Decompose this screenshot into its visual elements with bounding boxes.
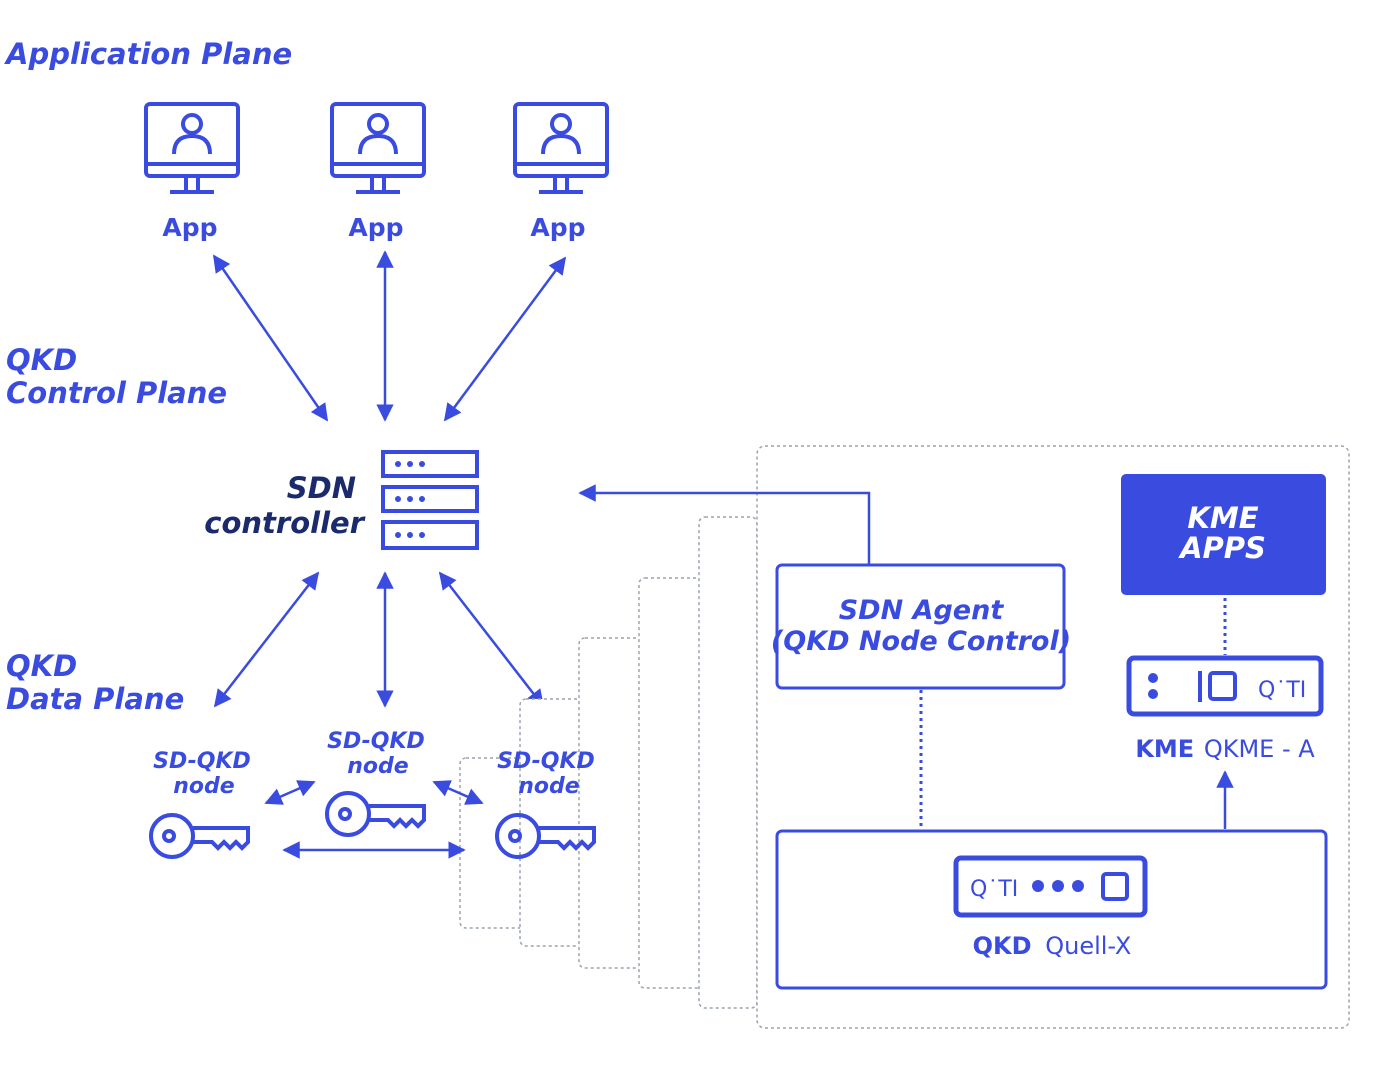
sd-qkd-node-1: SD-QKD node [149, 749, 251, 859]
qkd-device-icon [953, 855, 1148, 918]
controller-node3-arrow [438, 571, 545, 708]
control-plane-label-line1: QKD [6, 343, 77, 377]
sdn-controller-label-line1: SDN [287, 471, 356, 505]
sdn-agent-box: SDN Agent (QKD Node Control) [771, 563, 1071, 690]
application-plane-label: Application Plane [4, 37, 292, 71]
kme-device-icon [1126, 655, 1324, 717]
app1-controller-arrow [212, 254, 329, 422]
node-label-line1: SD-QKD [153, 749, 251, 774]
sdn-agent-label-line1: SDN Agent [839, 595, 1005, 626]
sd-qkd-node-3: SD-QKD node [495, 749, 596, 859]
server-stack-icon [381, 450, 479, 550]
kme-device-label-rest: QKME - A [1204, 735, 1315, 763]
app-3: App [513, 102, 609, 242]
qkd-device-label-bold: QKD [973, 932, 1032, 960]
key-icon [149, 813, 250, 859]
qkd-device-box: Q˙TI QKD Quell-X [775, 829, 1328, 990]
data-plane-label-line1: QKD [6, 649, 77, 683]
kme-apps-label-line2: APPS [1178, 531, 1266, 565]
node-label-line2: node [347, 754, 409, 779]
monitor-user-icon [330, 102, 426, 194]
monitor-user-icon [513, 102, 609, 194]
app3-controller-arrow [443, 256, 567, 422]
key-icon [495, 813, 596, 859]
node-label-line2: node [518, 774, 580, 799]
kme-brand-label: Q˙TI [1258, 678, 1306, 703]
app-1: App [144, 102, 240, 242]
node-link-arrows [264, 780, 484, 859]
qkd-device-label: QKD Quell-X [973, 932, 1132, 960]
kme-device-label: KME QKME - A [1135, 735, 1315, 763]
controller-node-arrows [213, 571, 545, 708]
node1-node2-arrow [264, 780, 316, 805]
node-label-line1: SD-QKD [327, 729, 425, 754]
sdn-agent-label-line2: (QKD Node Control) [771, 626, 1071, 657]
kme-apps-box: KME APPS [1121, 474, 1326, 595]
qkd-device-label-rest: Quell-X [1045, 932, 1131, 960]
sdn-controller-label-line2: controller [204, 506, 365, 540]
agent-controller-connector [578, 484, 871, 565]
sd-qkd-node-2: SD-QKD node [325, 729, 426, 837]
kme-device-label-bold: KME [1135, 735, 1194, 763]
controller-node1-arrow [213, 571, 320, 708]
panel-layer-2 [698, 516, 758, 1009]
app-label: App [162, 213, 217, 242]
app-label: App [348, 213, 403, 242]
kme-device: Q˙TI KME QKME - A [1126, 655, 1324, 763]
node-label-line1: SD-QKD [497, 749, 595, 774]
app-2: App [330, 102, 426, 242]
qkd-brand-label: Q˙TI [970, 877, 1018, 902]
node-label-line2: node [173, 774, 235, 799]
node2-node3-arrow [432, 780, 484, 805]
dotted-connectors [919, 598, 1227, 828]
monitor-user-icon [144, 102, 240, 194]
kme-apps-label-line1: KME [1187, 501, 1258, 535]
control-plane-label-line2: Control Plane [6, 376, 227, 410]
key-icon [325, 791, 426, 837]
data-plane-label-line2: Data Plane [6, 682, 184, 716]
app-controller-arrows [212, 250, 567, 422]
app-label: App [530, 213, 585, 242]
